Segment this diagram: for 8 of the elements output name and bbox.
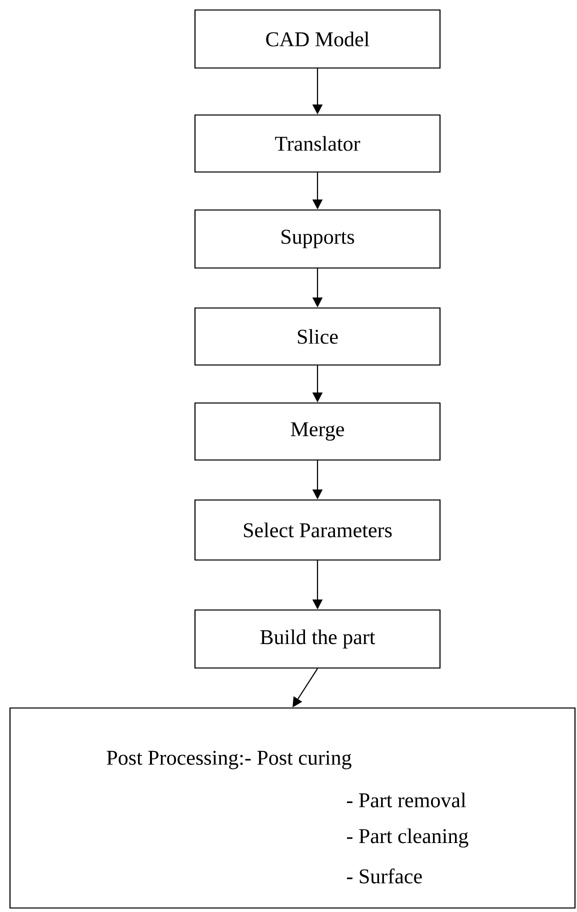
process-box: Supports xyxy=(194,209,441,269)
process-box: Build the part xyxy=(194,609,441,669)
process-box: Merge xyxy=(194,402,441,461)
process-box: CAD Model xyxy=(194,9,441,69)
process-box: Translator xyxy=(194,114,441,173)
process-box: Select Parameters xyxy=(194,499,441,561)
process-box: Post Processing:- Post curing - Part removal - Part cleaning - Surface xyxy=(9,707,576,909)
process-box: Slice xyxy=(194,307,441,366)
